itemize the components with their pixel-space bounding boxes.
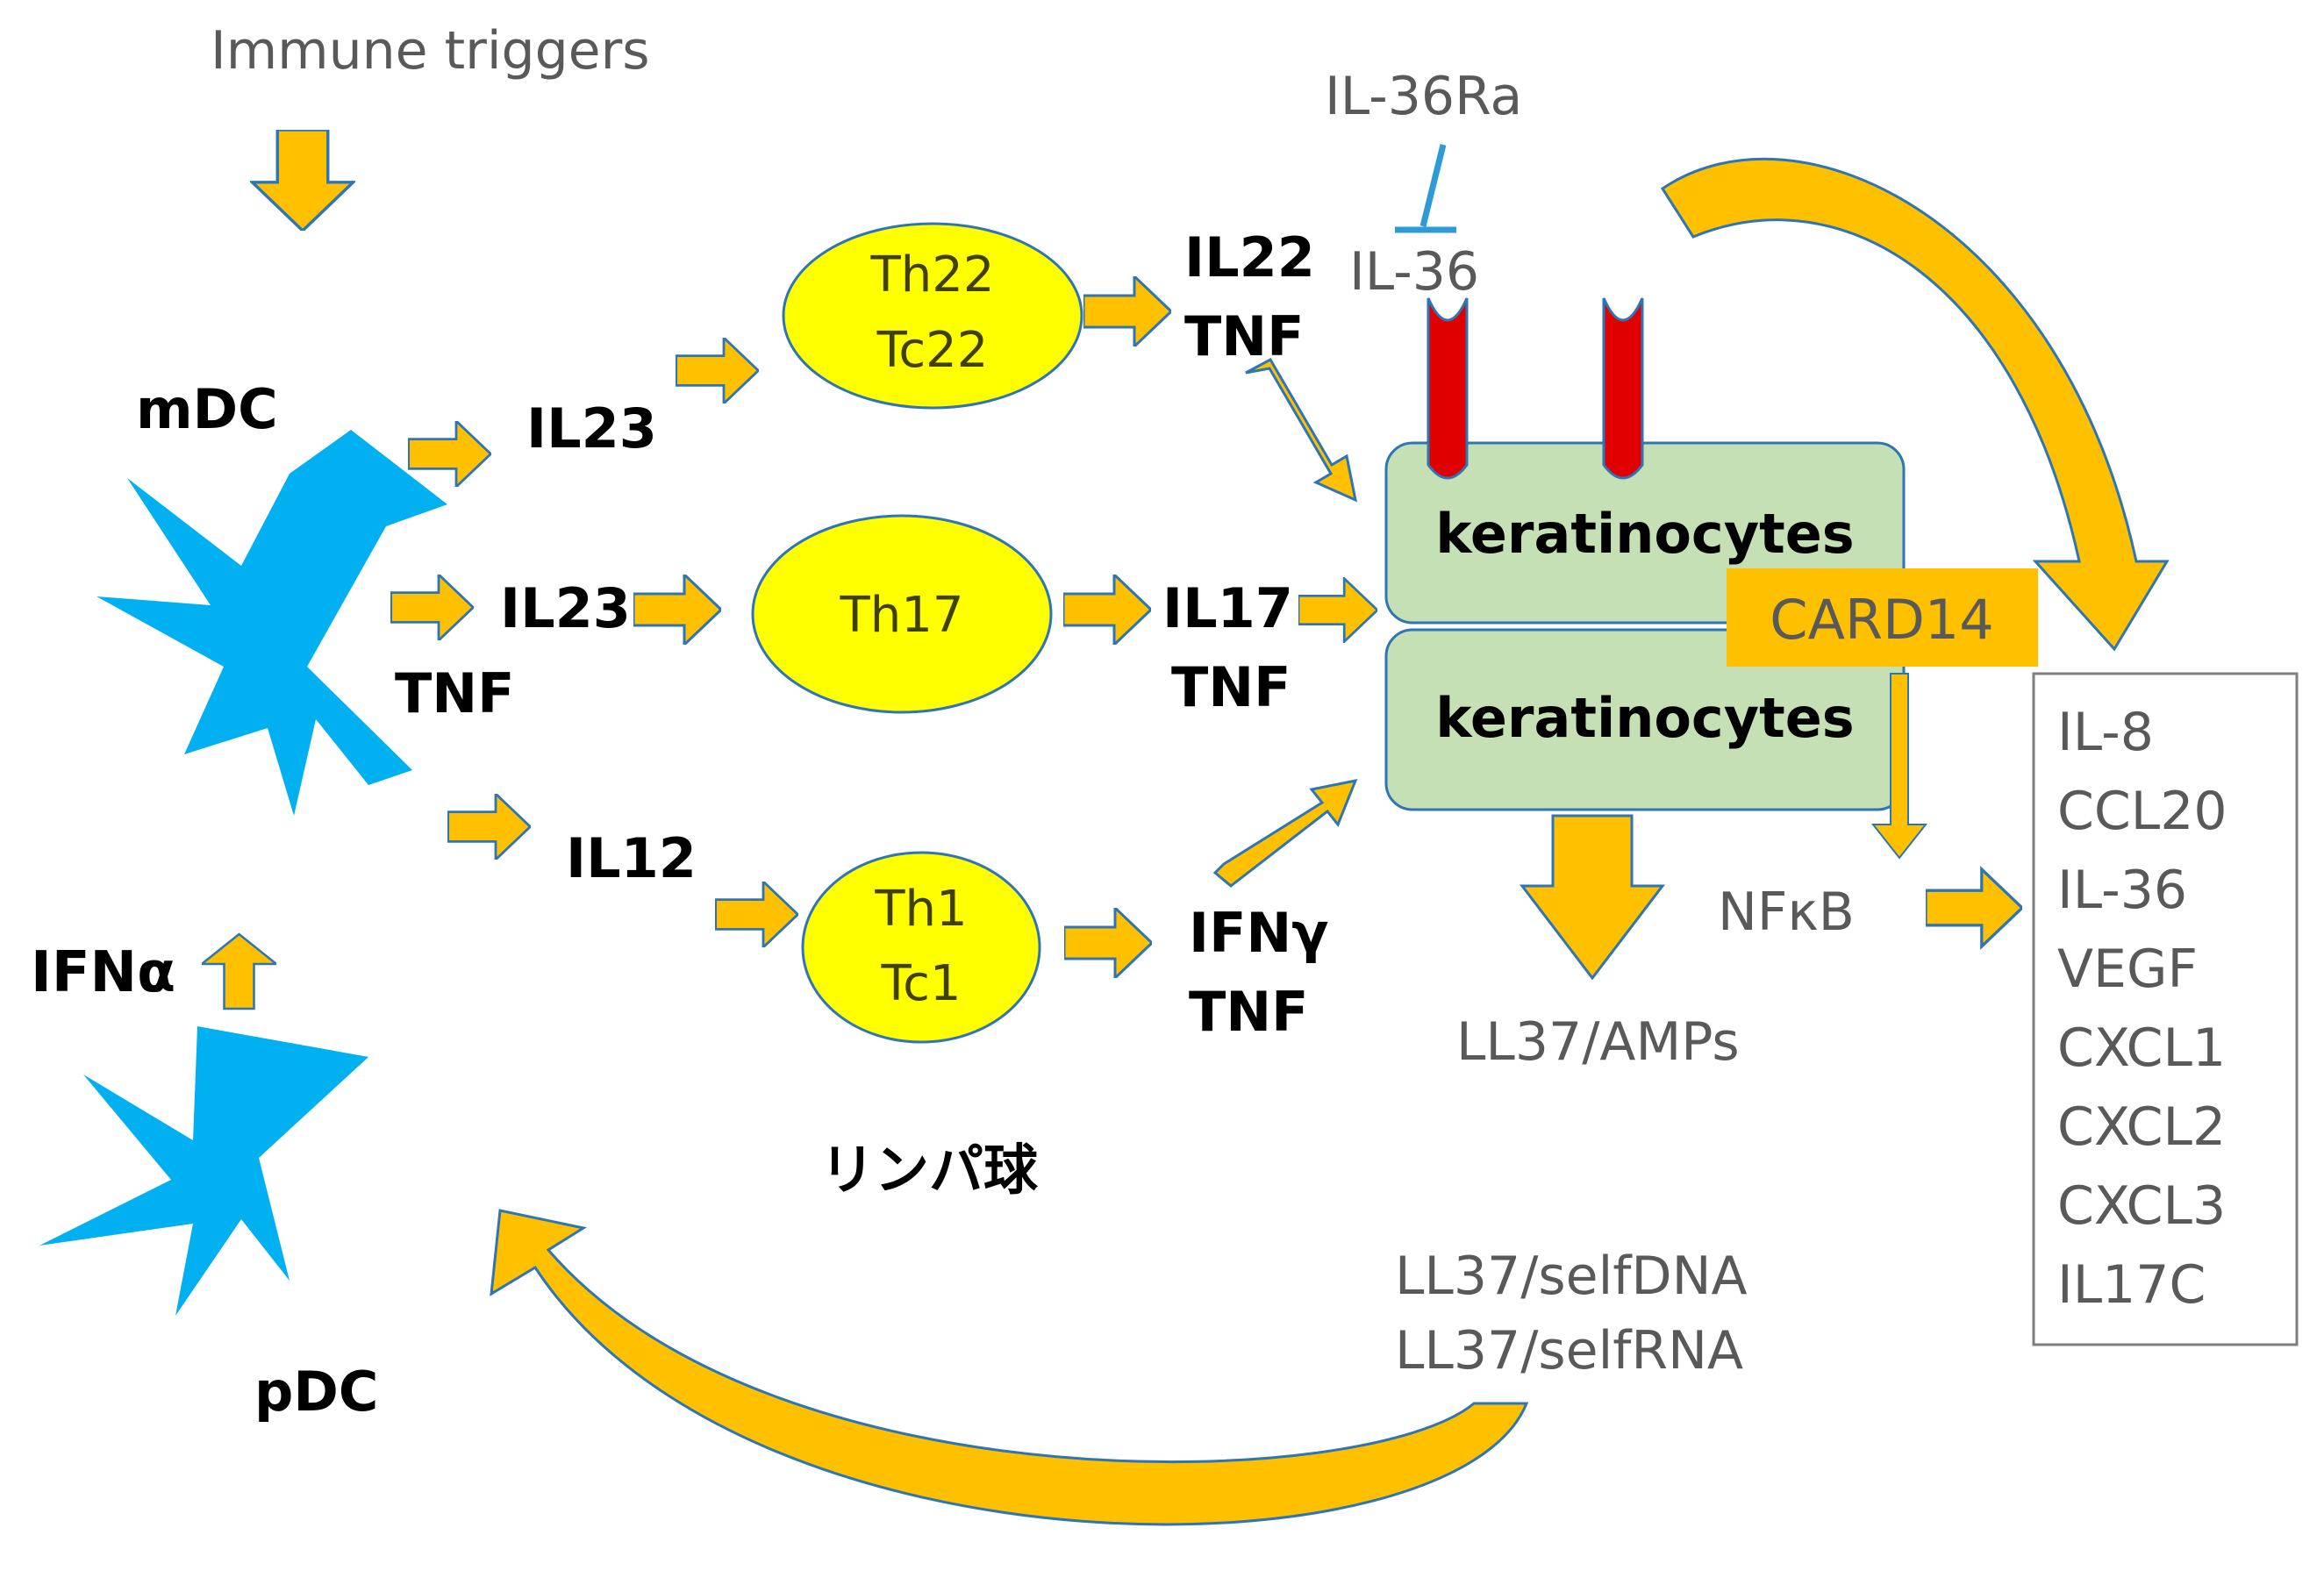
il36-receptor-left (1427, 297, 1469, 480)
il12-to-th1-arrow (715, 882, 798, 947)
ll37-selfdna-label: LL37/selfDNA (1395, 1246, 1748, 1307)
il23-mid-label: IL23 (500, 576, 631, 640)
ll37-to-pdc-curved-arrow (490, 1209, 1529, 1526)
card14-label: CARD14 (1770, 588, 1993, 652)
keratinocyte-top-label: keratinocytes (1435, 502, 1854, 566)
ifn-alpha-up-arrow (202, 934, 276, 1009)
il17-label: IL17 (1162, 576, 1293, 640)
immune-triggers-label: Immune triggers (211, 20, 650, 82)
card14-to-nfkb-arrow (1870, 673, 1928, 860)
ifng-to-keratinocyte-arrow (1212, 778, 1358, 888)
il22-label: IL22 (1184, 225, 1315, 289)
cytokine-item: CXCL3 (2057, 1175, 2226, 1237)
pdc-cell-icon (39, 1026, 368, 1316)
il36ra-inhibition-mark (1395, 144, 1456, 233)
cytokine-item: IL-8 (2057, 702, 2154, 763)
mdc-to-il12-arrow (447, 794, 531, 860)
tc22-label: Tc22 (876, 322, 989, 379)
th17-label: Th17 (840, 587, 964, 644)
il36-label: IL-36 (1349, 241, 1479, 303)
il36-receptor-right (1602, 297, 1644, 480)
th17-cell (751, 514, 1053, 714)
ll37-amps-label: LL37/AMPs (1456, 1011, 1740, 1073)
th22-label: Th22 (870, 246, 995, 303)
ll37-selfrna-label: LL37/selfRNA (1395, 1320, 1743, 1382)
il23-to-th22-arrow (676, 338, 759, 403)
tnf-bottom-label: TNF (1189, 980, 1309, 1044)
il23-to-th17-arrow (633, 575, 721, 645)
tnf-mid-left-label: TNF (395, 661, 515, 725)
ifn-gamma-label: IFNγ (1189, 901, 1329, 965)
th17-to-il17-arrow (1063, 575, 1151, 645)
lymphocytes-label: リンパ球 (820, 1138, 1039, 1202)
nfkb-label: NFκB (1718, 882, 1855, 943)
cytokine-item: IL17C (2057, 1254, 2206, 1316)
cytokine-list-box (2032, 672, 2299, 1346)
pdc-label: pDC (254, 1360, 378, 1424)
il12-label: IL12 (566, 826, 697, 890)
tnf-top-label: TNF (1184, 304, 1305, 368)
il23-top-label: IL23 (526, 396, 657, 461)
th22-to-il22-arrow (1083, 276, 1171, 346)
cytokine-item: VEGF (2057, 939, 2198, 1000)
ifn-alpha-label: IFNα (31, 940, 175, 1005)
keratinocyte-to-cytokines-curved-arrow (1660, 157, 2170, 652)
cytokine-item: IL-36 (2057, 860, 2187, 921)
card14-box (1727, 568, 2038, 667)
cytokine-item: CXCL2 (2057, 1096, 2226, 1158)
mdc-to-il23-top-arrow (408, 421, 491, 487)
nfkb-to-cytokines-arrow (1926, 869, 2022, 946)
mdc-cell-icon (97, 430, 447, 816)
tc1-label: Tc1 (880, 955, 961, 1012)
mdc-label: mDC (136, 377, 278, 441)
il36ra-label: IL-36Ra (1325, 66, 1522, 127)
cytokine-item: CCL20 (2057, 781, 2227, 842)
trigger-down-arrow (250, 130, 355, 231)
tnf-mid-label: TNF (1171, 655, 1291, 719)
keratinocyte-bottom-label: keratinocytes (1435, 686, 1854, 750)
th1-tc1-cell (801, 851, 1041, 1044)
il22-to-keratinocyte-arrow (1245, 357, 1358, 503)
th1-label: Th1 (874, 881, 967, 938)
cytokine-item: CXCL1 (2057, 1017, 2226, 1079)
th22-tc22-cell (782, 222, 1083, 410)
th1-to-ifng-arrow (1064, 908, 1152, 978)
keratinocyte-to-amps-arrow (1519, 814, 1666, 981)
il17-to-keratinocyte-arrow (1298, 577, 1377, 643)
mdc-to-il23-mid-arrow (390, 575, 474, 640)
